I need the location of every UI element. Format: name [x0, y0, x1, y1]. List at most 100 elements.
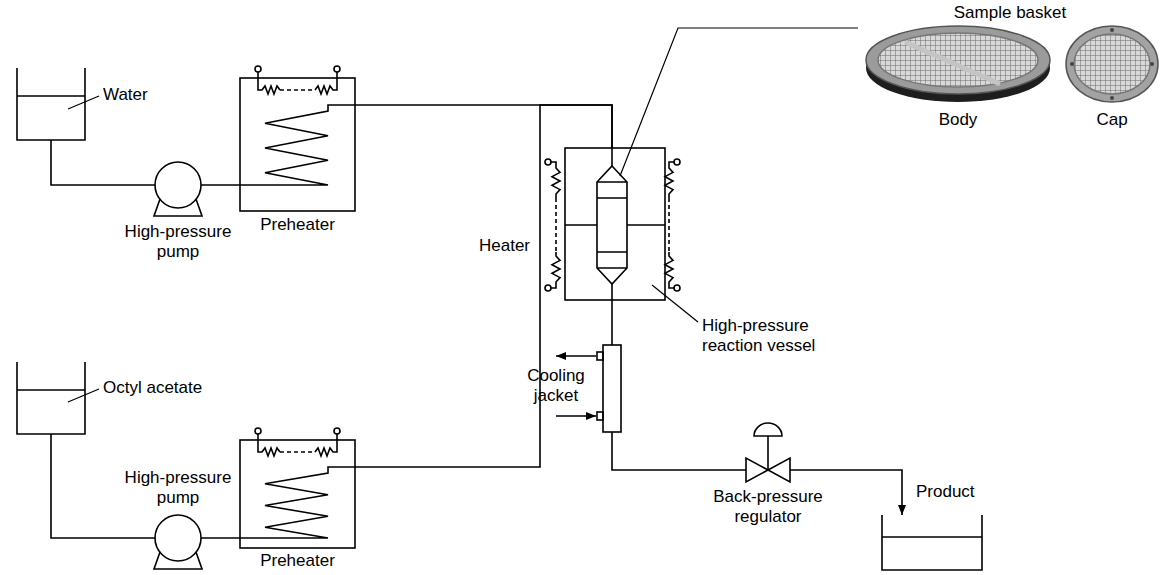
- preheater-box: Preheater: [240, 440, 355, 548]
- leader-line: [68, 389, 99, 402]
- node-label: High-pressure pump: [118, 468, 238, 508]
- feed-tank-graphic: [17, 362, 85, 434]
- pump-casing: [155, 162, 201, 208]
- node-label: Cooling jacket: [518, 366, 594, 406]
- part-name: Body: [928, 110, 988, 130]
- jacket-port: [597, 412, 603, 420]
- cooling-jacket: Cooling jacket: [603, 345, 621, 432]
- feed-tank: Octyl acetate: [17, 362, 85, 434]
- preheater-housing: [240, 440, 355, 548]
- node-label: Back-pressure regulator: [703, 487, 833, 527]
- preheater-coil: [240, 467, 355, 538]
- pipe-line: [611, 300, 613, 345]
- preheater-box-graphic: [240, 66, 355, 211]
- heater-link: [280, 89, 315, 91]
- coolant-in-arrow: [556, 415, 596, 416]
- cap-screw: [1110, 28, 1114, 32]
- tank-wall: [882, 515, 982, 570]
- basket-support: [565, 224, 665, 226]
- product-tank: Product: [882, 515, 982, 570]
- pipe-line: [612, 432, 746, 470]
- terminal: [255, 428, 261, 434]
- feed-tank: Water: [17, 68, 85, 140]
- pipe-line: [51, 140, 155, 185]
- reaction-vessel-graphic: [545, 148, 680, 300]
- heater-link: [280, 451, 315, 453]
- liquid-level: [882, 536, 982, 538]
- pump-symbol: High-pressure pump: [155, 515, 201, 561]
- node-label: Octyl acetate: [103, 378, 223, 398]
- sample-basket-photo: [866, 26, 1158, 102]
- preheater-box: Preheater: [240, 78, 355, 211]
- heater-resistor: [551, 162, 560, 198]
- leader-line: [652, 285, 698, 322]
- terminal: [545, 285, 551, 291]
- liquid-level: [17, 389, 85, 391]
- leader-lines: [68, 28, 858, 402]
- preheater-coil: [240, 105, 355, 185]
- pipe-line: [201, 184, 240, 186]
- pipe-line: [201, 537, 240, 539]
- product-tank-graphic: [882, 515, 982, 570]
- coolant-out-arrow: [556, 355, 596, 356]
- pump-symbol-outline: [155, 162, 201, 208]
- pump-symbol-outline: [155, 515, 201, 561]
- pump-casing: [155, 515, 201, 561]
- cooling-jacket-graphic: [597, 345, 621, 432]
- pipe-line: [355, 105, 612, 148]
- liquid-level: [17, 95, 85, 97]
- basket-body-bar: [905, 42, 1000, 84]
- terminal: [674, 159, 680, 165]
- feed-tank-outline: [17, 68, 85, 140]
- leader-line: [68, 96, 99, 109]
- vessel-housing: [565, 148, 665, 300]
- pump-symbol-graphic: [154, 515, 202, 569]
- terminal: [334, 428, 340, 434]
- regulator-valve: Back-pressure regulator: [746, 416, 790, 482]
- part-name: Heater: [474, 236, 530, 256]
- regulator-valve-outline: [746, 416, 790, 482]
- cooling-jacket-outline: [603, 345, 621, 432]
- tank-wall: [17, 362, 85, 434]
- node-label: High-pressure reaction vessel: [702, 316, 832, 356]
- pipe-line: [355, 105, 612, 467]
- jacket-shell: [603, 345, 621, 432]
- sample-basket-symbol: [597, 166, 627, 284]
- basket-cap-rim: [1066, 26, 1158, 102]
- reaction-vessel: High-pressure reaction vessel: [545, 148, 680, 300]
- node-label: Product: [916, 482, 986, 502]
- pump-symbol-graphic: [154, 162, 202, 216]
- heater-resistor: [551, 252, 560, 288]
- heater-resistor: [315, 72, 337, 94]
- pump-symbol: High-pressure pump: [155, 162, 201, 208]
- basket-cap-mesh: [1074, 34, 1150, 94]
- vessel-pipe: [611, 284, 613, 300]
- node-label: Water: [103, 85, 173, 105]
- preheater-box-outline: [240, 440, 355, 548]
- valve-stem: [767, 436, 769, 470]
- heater-resistor: [665, 252, 674, 288]
- preheater-box-outline: [240, 78, 355, 211]
- jacket-port: [597, 352, 603, 360]
- terminal: [334, 66, 340, 72]
- terminal: [674, 285, 680, 291]
- cap-screw: [1110, 96, 1114, 100]
- regulator-valve-graphic: [746, 423, 790, 482]
- valve-actuator: [754, 423, 782, 436]
- cap-screw: [1070, 62, 1074, 66]
- preheater-housing: [240, 78, 355, 211]
- heater-resistor: [315, 434, 337, 456]
- basket-body-rim: [866, 26, 1050, 94]
- heater-link: [668, 198, 670, 252]
- feed-tank-outline: [17, 362, 85, 434]
- heater-resistor: [665, 162, 674, 198]
- heater-link: [555, 198, 557, 252]
- terminal: [545, 159, 551, 165]
- tank-wall: [17, 68, 85, 140]
- node-label: Preheater: [240, 215, 355, 235]
- basket-body-mesh: [878, 33, 1038, 87]
- reaction-vessel-outline: [545, 148, 680, 300]
- vessel-pipe: [611, 148, 613, 166]
